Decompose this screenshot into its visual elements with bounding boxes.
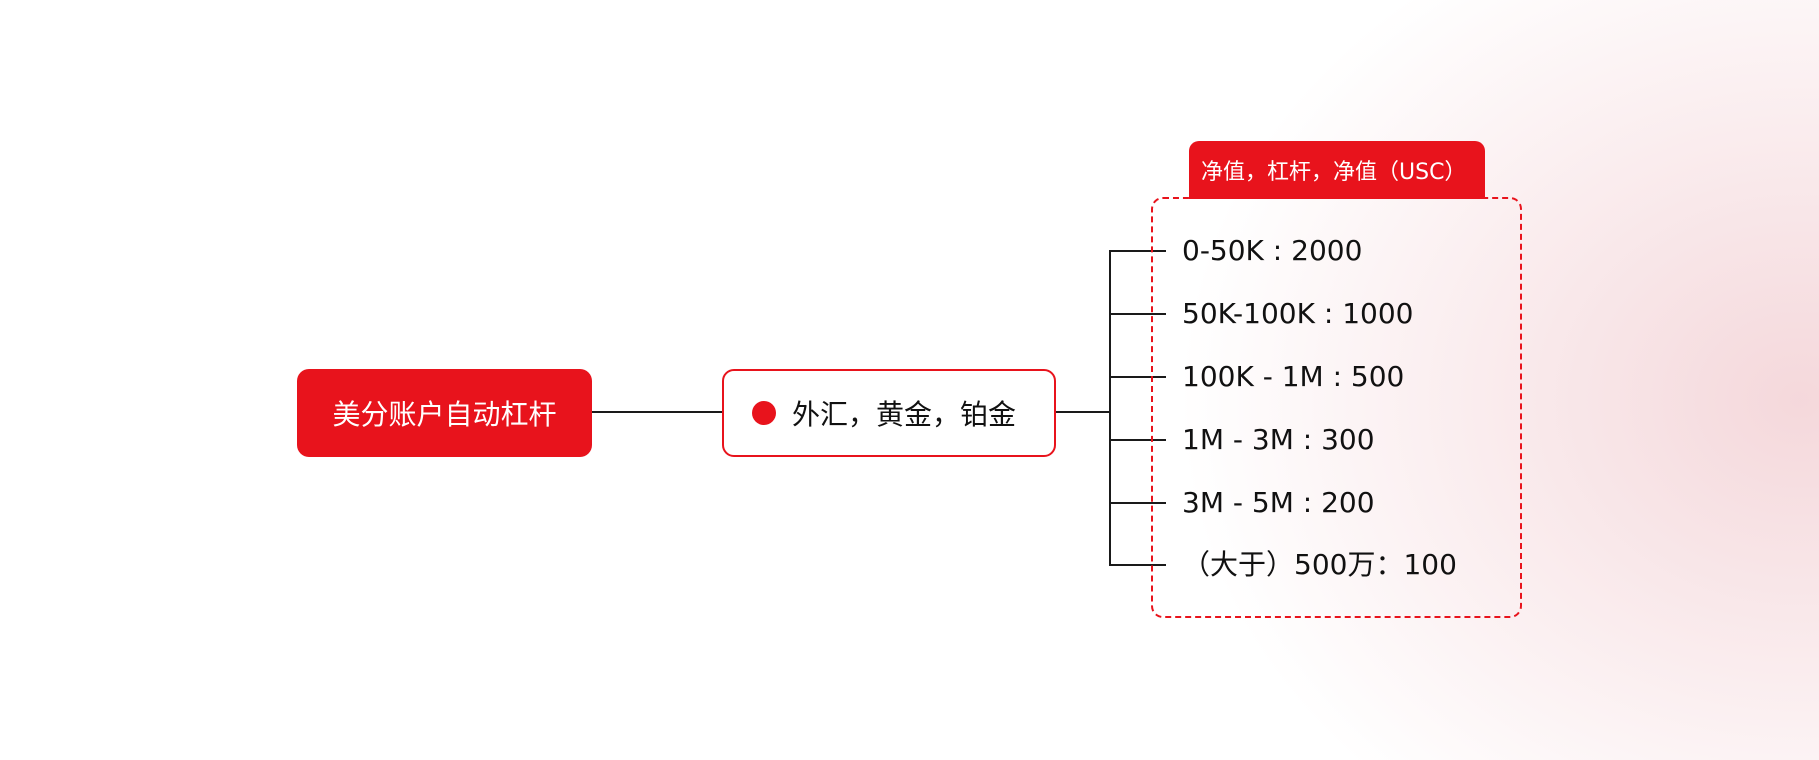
- branch-line: [1109, 250, 1166, 252]
- branch-line: [1109, 502, 1166, 504]
- connector-root-to-category: [592, 411, 722, 413]
- branch-line: [1109, 313, 1166, 315]
- leverage-tier-item[interactable]: 50K-100K : 1000: [1182, 297, 1414, 330]
- bullet-dot-icon: [752, 401, 776, 425]
- leverage-tier-item[interactable]: 3M - 5M : 200: [1182, 486, 1375, 519]
- root-node-label: 美分账户自动杠杆: [332, 398, 557, 431]
- leverage-tier-item[interactable]: 1M - 3M : 300: [1182, 423, 1375, 456]
- branch-line: [1109, 564, 1166, 566]
- branch-line: [1109, 376, 1166, 378]
- category-node[interactable]: 外汇，黄金，铂金: [722, 369, 1056, 457]
- leverage-tier-item[interactable]: （大于）500万：100: [1182, 548, 1457, 581]
- branch-line: [1109, 439, 1166, 441]
- category-node-label: 外汇，黄金，铂金: [792, 398, 1017, 431]
- trunk-line: [1109, 250, 1111, 566]
- leverage-tier-item[interactable]: 0-50K : 2000: [1182, 234, 1363, 267]
- leverage-tier-item[interactable]: 100K - 1M : 500: [1182, 360, 1405, 393]
- leverage-group-header-label: 净值，杠杆，净值（USC）: [1201, 160, 1467, 185]
- connector-category-to-trunk: [1056, 411, 1110, 413]
- leverage-group-box: [1151, 197, 1522, 618]
- leverage-group-header: 净值，杠杆，净值（USC）: [1189, 141, 1485, 199]
- root-node[interactable]: 美分账户自动杠杆: [297, 369, 592, 457]
